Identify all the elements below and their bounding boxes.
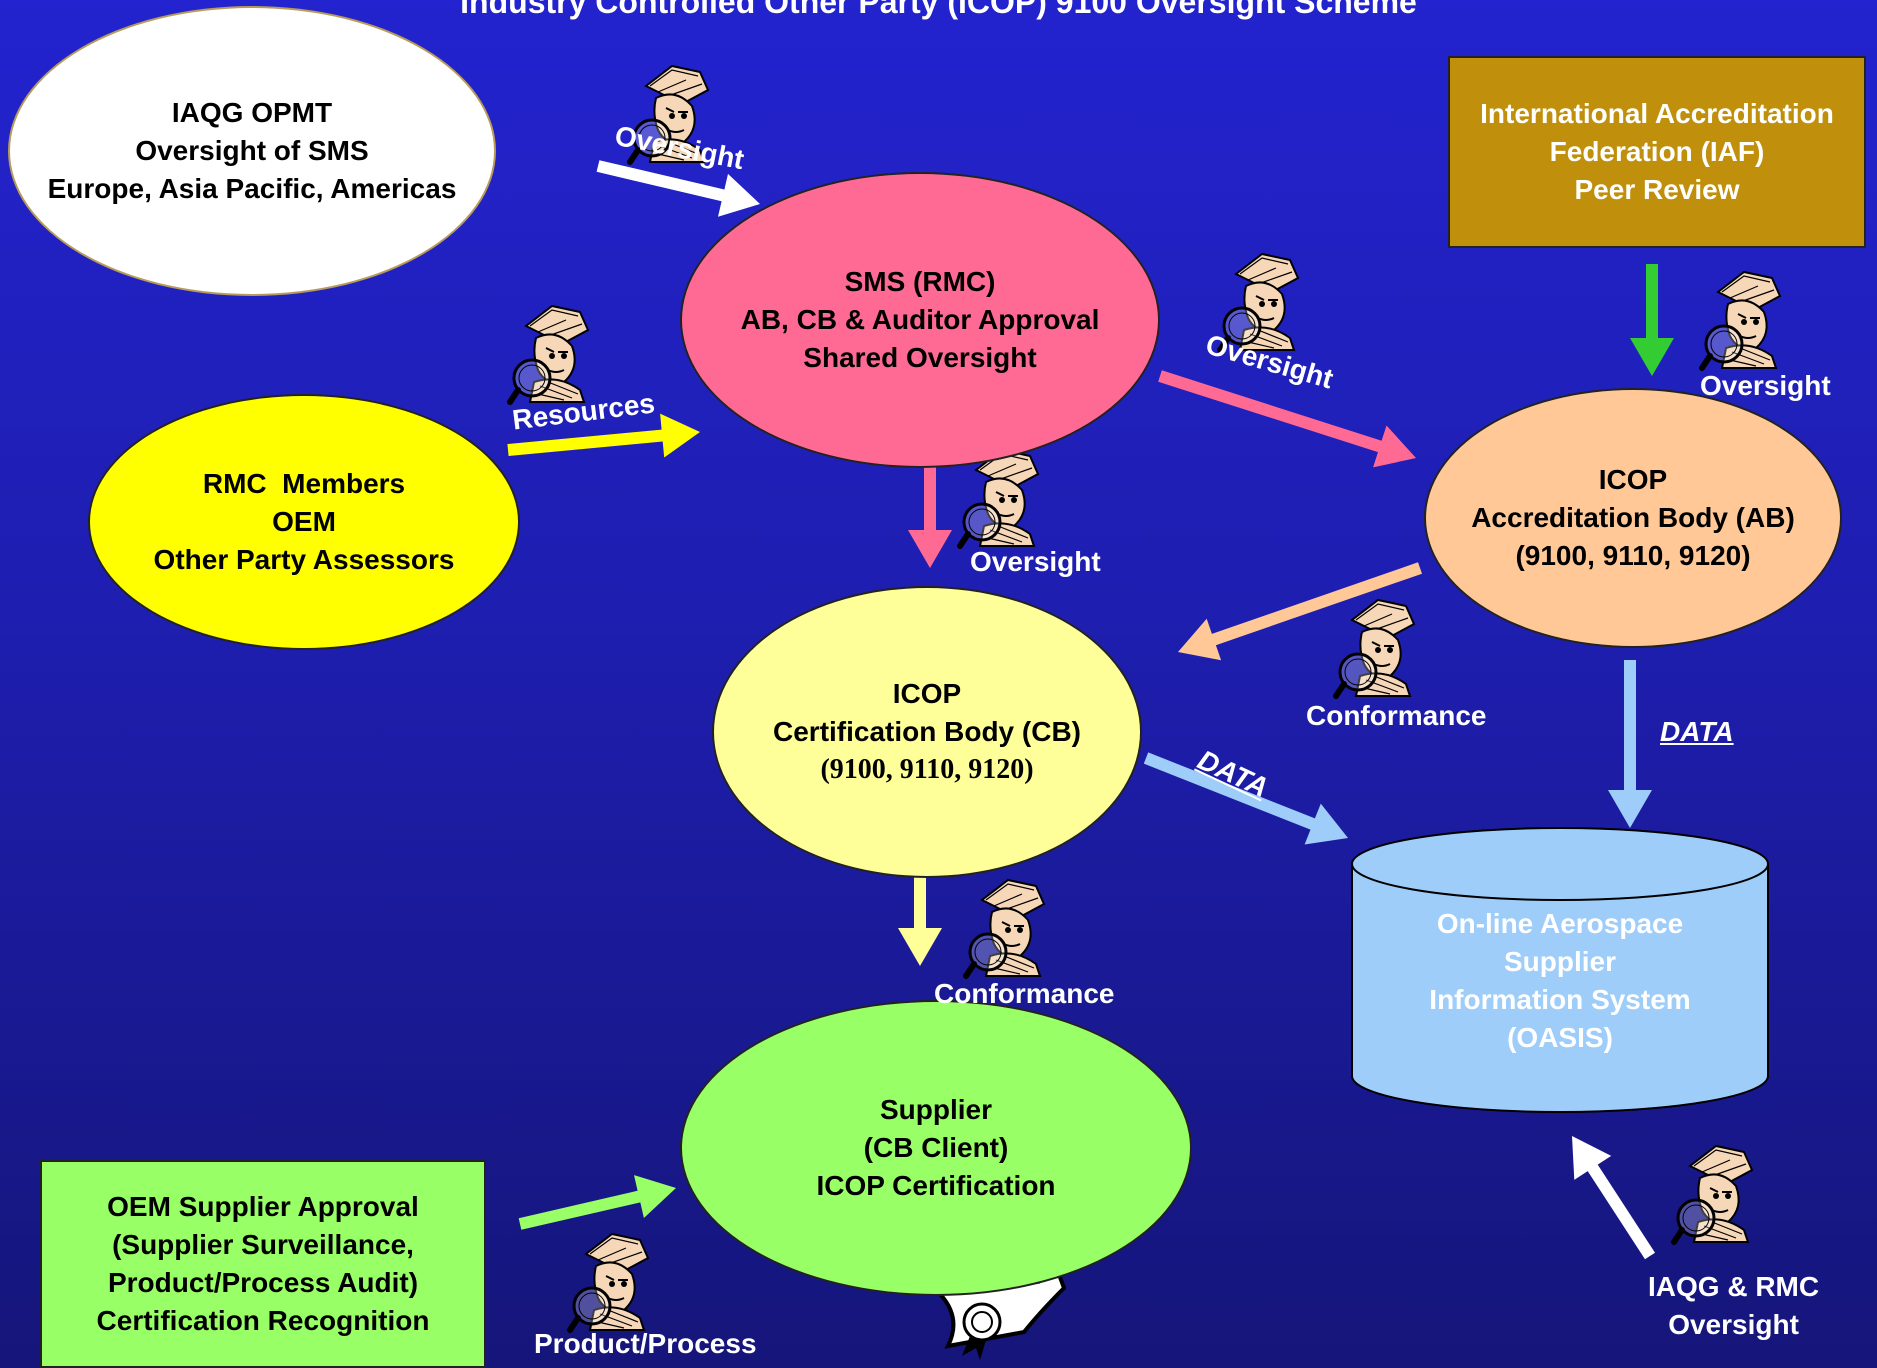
rmc-members-ellipse: RMC Members OEM Other Party Assessors [88,394,520,650]
oem-approval-box: OEM Supplier Approval (Supplier Surveill… [40,1160,486,1368]
arrow-iaqg-to-sms [596,160,760,217]
icop-cb-ellipse: ICOP Certification Body (CB) (9100, 9110… [712,586,1142,878]
oasis-line-2: Supplier [1503,946,1616,977]
arrow-sms-to-ab [1158,370,1416,468]
label-oversight-sms-cb: Oversight [970,546,1101,577]
arrow-oem-to-supplier [518,1175,676,1230]
cb-line-3: (9100, 9110, 9120) [820,754,1034,785]
iaqg-line-1: IAQG OPMT [171,97,333,128]
ab-line-1: ICOP [1598,464,1668,495]
arrow-sms-to-cb [908,458,952,568]
rmc-line-2: OEM [272,506,336,537]
label-product-process: Product/Process [534,1328,757,1359]
label-oversight-iaf: Oversight [1700,370,1831,401]
arrow-cb-to-supplier [898,872,942,966]
inspector-magnifier-icon-iaqg-rmc [1674,1146,1752,1242]
iaf-line-3: Peer Review [1574,174,1740,205]
oasis-line-4: (OASIS) [1507,1022,1613,1053]
iaqg-rmc-line-1: IAQG & RMC [1648,1271,1820,1302]
cb-line-2: Certification Body (CB) [773,716,1081,747]
oem-line-2: (Supplier Surveillance, [112,1229,414,1260]
oem-line-1: OEM Supplier Approval [107,1191,419,1222]
arrow-ab-to-oasis [1608,660,1652,828]
iaqg-opmt-ellipse: IAQG OPMT Oversight of SMS Europe, Asia … [8,6,496,296]
arrow-cb-to-oasis [1143,752,1348,845]
oasis-database-cylinder [1351,827,1769,1113]
iaf-line-2: Federation (IAF) [1549,136,1765,167]
arrow-ab-to-cb [1178,562,1422,661]
label-iaqg-rmc-oversight: IAQG & RMC Oversight [1648,1268,1819,1344]
ab-line-2: Accreditation Body (AB) [1471,502,1795,533]
label-conformance-cb-supplier: Conformance [934,978,1115,1009]
sms-line-1: SMS (RMC) [844,266,996,297]
inspector-magnifier-icon-iaf [1702,272,1780,368]
oem-line-3: Product/Process Audit) [107,1267,419,1298]
supplier-ellipse: Supplier (CB Client) ICOP Certification [680,1000,1192,1296]
label-conformance-ab-cb: Conformance [1306,700,1487,731]
supplier-line-3: ICOP Certification [816,1170,1056,1201]
iaf-line-1: International Accreditation [1480,98,1834,129]
page-title: Industry Controlled Other Party (ICOP) 9… [460,0,1417,20]
arrow-resources-to-sms [507,413,700,458]
cb-line-1: ICOP [892,678,962,709]
icop-ab-ellipse: ICOP Accreditation Body (AB) (9100, 9110… [1424,388,1842,648]
inspector-magnifier-icon-ab-cb [1336,600,1414,696]
inspector-magnifier-icon-cb-supplier [966,880,1044,976]
oem-line-4: Certification Recognition [96,1305,430,1336]
oasis-line-3: Information System [1429,984,1691,1015]
iaf-box: International Accreditation Federation (… [1448,56,1866,248]
sms-line-2: AB, CB & Auditor Approval [740,304,1100,335]
supplier-line-1: Supplier [879,1094,992,1125]
inspector-magnifier-icon-product [570,1234,648,1330]
iaqg-line-3: Europe, Asia Pacific, Americas [47,173,457,204]
oasis-line-1: On-line Aerospace [1436,908,1684,939]
oasis-label: On-line Aerospace Supplier Information S… [1356,896,1764,1066]
iaqg-line-2: Oversight of SMS [135,135,369,166]
inspector-magnifier-icon-resources [510,306,588,402]
sms-line-3: Shared Oversight [803,342,1037,373]
label-data-ab-oasis: DATA [1660,716,1734,747]
rmc-line-1: RMC Members [202,468,406,499]
sms-rmc-ellipse: SMS (RMC) AB, CB & Auditor Approval Shar… [680,172,1160,468]
iaqg-rmc-line-2: Oversight [1668,1309,1799,1340]
rmc-line-3: Other Party Assessors [153,544,455,575]
arrow-iaqg-rmc-to-oasis [1572,1136,1655,1260]
supplier-line-2: (CB Client) [863,1132,1009,1163]
arrow-iaf-to-ab [1630,264,1674,376]
ab-line-3: (9100, 9110, 9120) [1515,540,1751,571]
